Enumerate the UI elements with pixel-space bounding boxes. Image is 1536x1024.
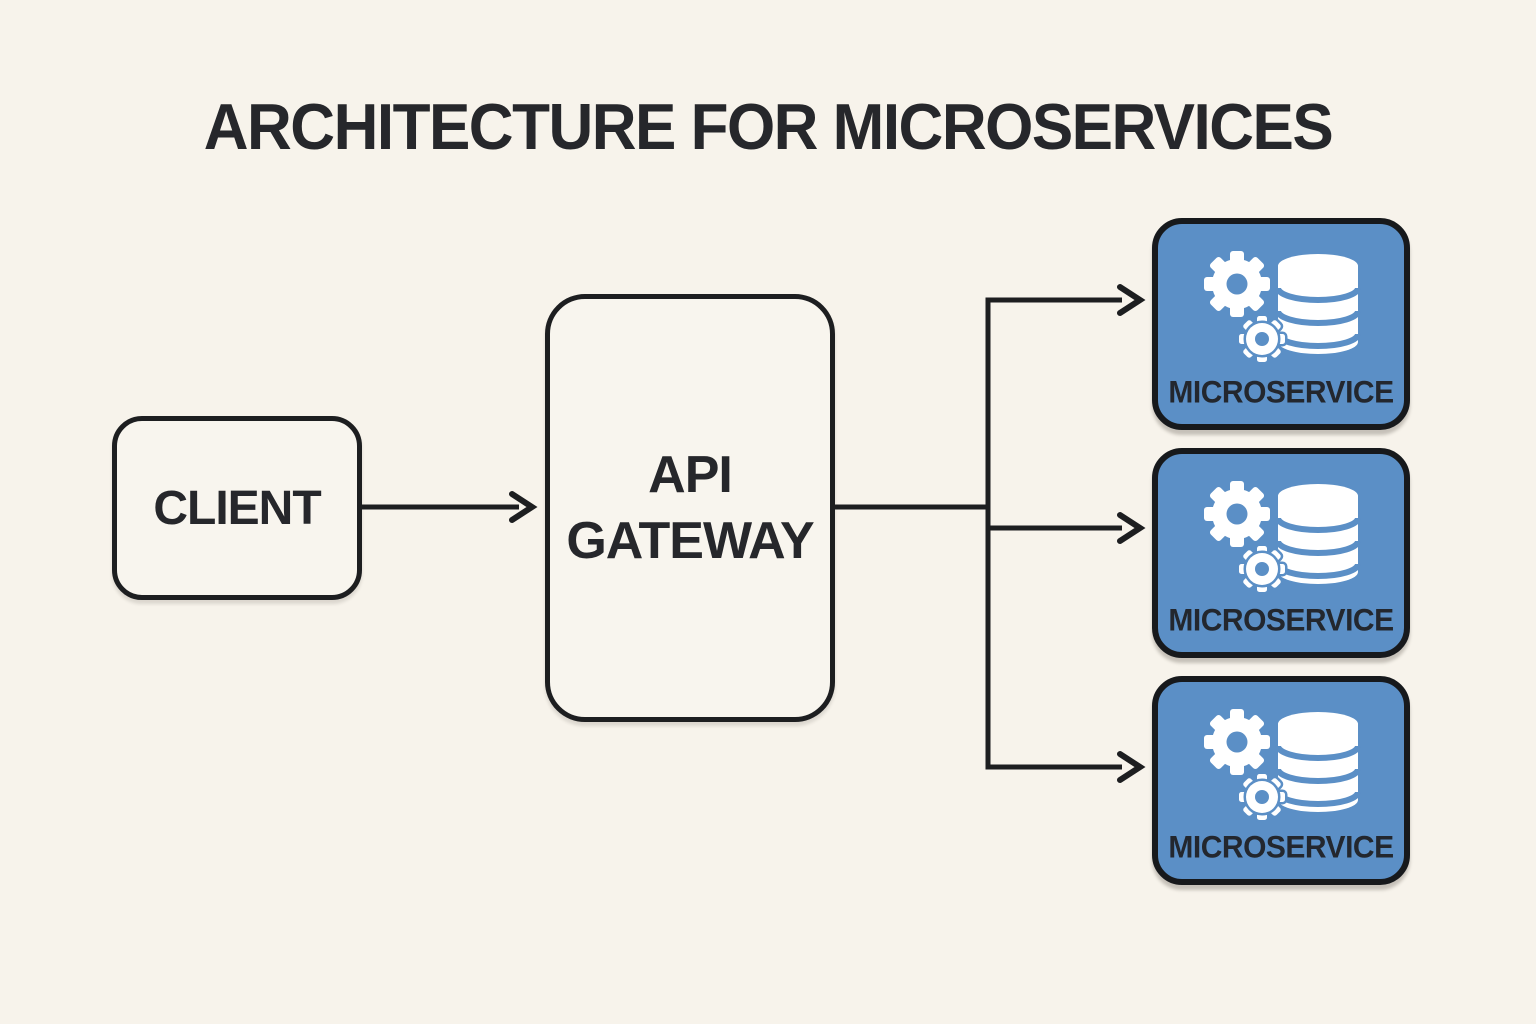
database-icon <box>1274 254 1361 354</box>
node-api-gateway: API GATEWAY <box>545 294 835 722</box>
node-microservice-2: MICROSERVICE <box>1152 448 1410 658</box>
gear-large-icon <box>1203 709 1270 775</box>
microservice-label: MICROSERVICE <box>1168 603 1394 638</box>
diagram-title: ARCHITECTURE FOR MICROSERVICES <box>203 91 1334 164</box>
gear-large-icon <box>1203 481 1270 547</box>
gears-database-icon <box>1203 481 1361 595</box>
database-icon <box>1274 712 1361 812</box>
node-microservice-1: MICROSERVICE <box>1152 218 1410 430</box>
client-label: CLIENT <box>153 481 321 535</box>
gear-large-icon <box>1203 251 1270 317</box>
client-to-gateway-arrow <box>362 491 538 523</box>
gateway-label-line2: GATEWAY <box>566 512 814 570</box>
gateway-label: API GATEWAY <box>566 442 814 574</box>
gear-small-icon <box>1236 543 1287 595</box>
gears-database-icon <box>1203 251 1361 365</box>
gear-small-icon <box>1236 313 1287 365</box>
gear-small-icon <box>1236 771 1287 823</box>
microservice-label: MICROSERVICE <box>1168 375 1394 410</box>
microservice-label: MICROSERVICE <box>1168 830 1394 865</box>
node-client: CLIENT <box>112 416 362 600</box>
arrow-to-microservice-3 <box>988 751 1146 783</box>
database-icon <box>1274 484 1361 584</box>
arrow-to-microservice-1 <box>988 284 1146 316</box>
arrow-to-microservice-2 <box>988 512 1146 544</box>
node-microservice-3: MICROSERVICE <box>1152 676 1410 885</box>
gears-database-icon <box>1203 709 1361 823</box>
gateway-to-services-trunk <box>835 297 991 770</box>
gateway-label-line1: API <box>648 445 733 504</box>
